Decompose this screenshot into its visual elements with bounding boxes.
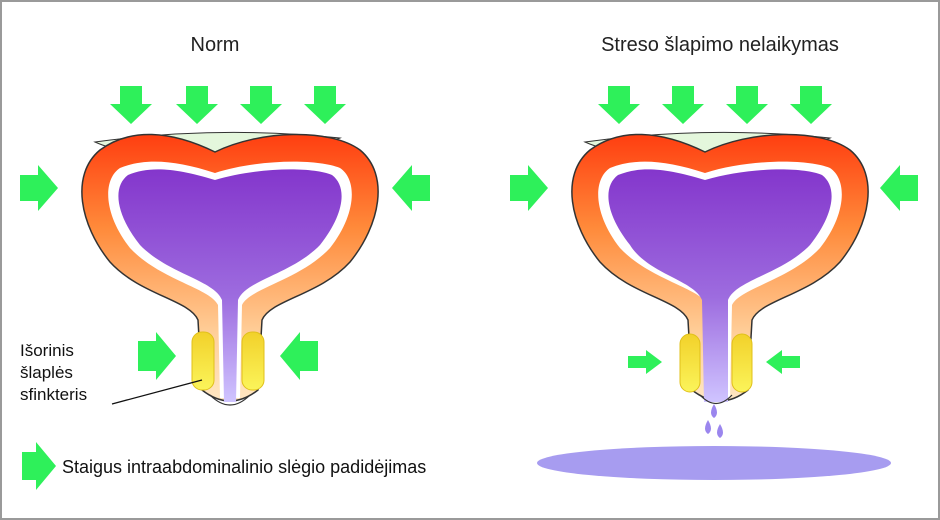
bladder-lumen: [118, 169, 342, 402]
panel-title-normal: Norm: [190, 34, 240, 56]
sphincter-label: Išorinis šlaplės sfinkteris: [20, 340, 87, 406]
urine-drop: [705, 420, 711, 434]
pressure-arrows-side-stress: [510, 165, 918, 374]
pressure-arrows-top-normal: [110, 86, 346, 124]
sphincter-left: [191, 331, 215, 391]
green-arrow-icon: [726, 86, 768, 124]
urine-drop: [711, 404, 717, 418]
green-arrow-icon: [662, 86, 704, 124]
green-arrow-icon: [138, 332, 176, 380]
green-arrow-icon: [628, 350, 662, 374]
sphincter-right: [241, 331, 265, 391]
sphincter-right: [731, 333, 753, 393]
green-arrow-icon: [880, 165, 918, 211]
panel-title-stress: Streso šlapimo nelaikymas: [601, 34, 839, 56]
green-arrow-icon: [766, 350, 800, 374]
sphincter-label-line-1: Išorinis: [20, 341, 74, 360]
legend-arrow-icon: [22, 442, 56, 490]
bladder-stress: [537, 131, 891, 480]
sphincter-pointer-line: [111, 379, 203, 405]
green-arrow-icon: [790, 86, 832, 124]
pressure-arrows-top-stress: [598, 86, 832, 124]
legend-text: Staigus intraabdominalinio slėgio padidė…: [62, 457, 427, 477]
green-arrow-icon: [176, 86, 218, 124]
green-arrow-icon: [110, 86, 152, 124]
sphincter-label-line-3: sfinkteris: [20, 385, 88, 404]
green-arrow-icon: [20, 165, 58, 211]
urine-puddle: [537, 446, 891, 480]
bladder-lumen: [608, 169, 832, 402]
pressure-arrows-side-normal: [20, 165, 430, 380]
green-arrow-icon: [598, 86, 640, 124]
urine-drop: [717, 424, 723, 438]
green-arrow-icon: [240, 86, 282, 124]
sphincter-left: [679, 333, 701, 393]
green-arrow-icon: [510, 165, 548, 211]
bladder-normal: [81, 131, 379, 406]
sphincter-label-line-2: šlaplės: [20, 363, 73, 382]
green-arrow-icon: [280, 332, 318, 380]
green-arrow-icon: [392, 165, 430, 211]
green-arrow-icon: [304, 86, 346, 124]
